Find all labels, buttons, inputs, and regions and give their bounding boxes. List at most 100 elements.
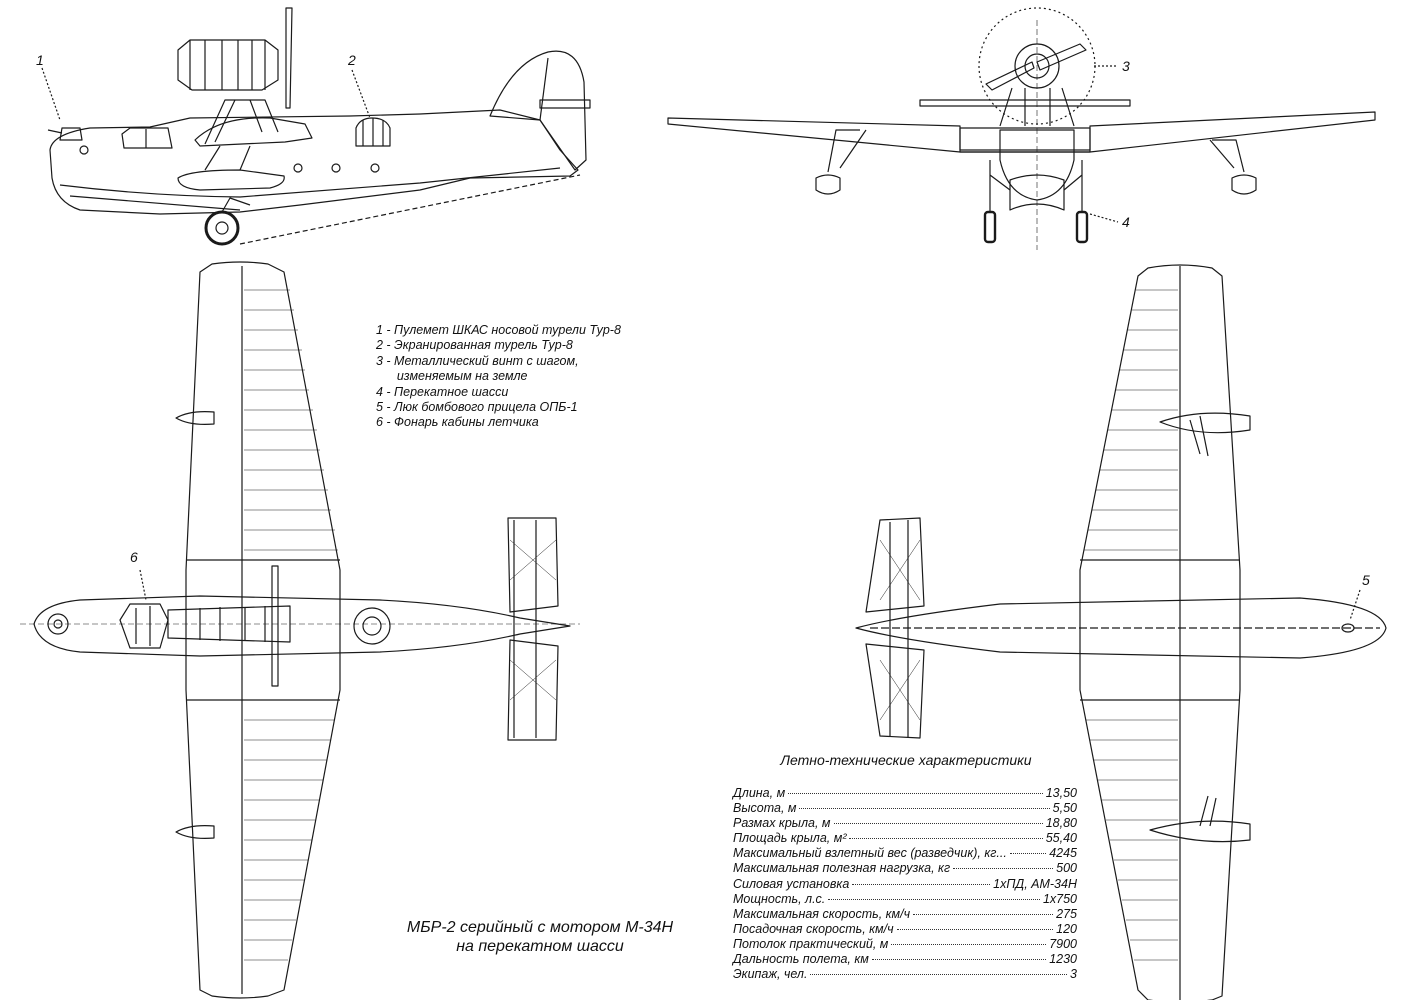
- legend-item: изменяемым на земле: [376, 369, 528, 384]
- spec-row: Посадочная скорость, км/ч 120: [733, 922, 1077, 937]
- specs-table: Длина, м 13,50 Высота, м 5,50 Размах крыла…: [733, 786, 1077, 982]
- front-view: [667, 7, 1376, 250]
- top-view-rear-turret: [353, 607, 391, 645]
- legend-item: 1 - Пулемет ШКАС носовой турели Тур-8: [376, 323, 621, 337]
- spec-row: Размах крыла, м 18,80: [733, 816, 1077, 831]
- spec-row: Силовая установка 1хПД, АМ-34Н: [733, 877, 1077, 892]
- front-view-wheel-right: [1075, 210, 1089, 244]
- spec-leader-dots: [799, 808, 1050, 810]
- spec-row: Потолок практический, м 7900: [733, 937, 1077, 952]
- spec-row: Максимальная полезная нагрузка, кг 500: [733, 861, 1077, 876]
- spec-label: Максимальная скорость, км/ч: [733, 906, 911, 921]
- callout-3: 3: [1122, 58, 1130, 74]
- spec-label: Дальность полета, км: [733, 952, 869, 967]
- spec-row: Экипаж, чел. 3: [733, 967, 1077, 982]
- spec-value: 120: [1056, 921, 1077, 936]
- spec-row: Высота, м 5,50: [733, 801, 1077, 816]
- legend: 1 - Пулемет ШКАС носовой турели Тур-8 2 …: [376, 323, 676, 431]
- side-view-cockpit: [121, 127, 173, 149]
- side-view: [41, 7, 591, 246]
- callout-4: 4: [1122, 214, 1130, 230]
- bottom-view-tail: [865, 517, 925, 613]
- side-view-propeller: [285, 7, 293, 109]
- spec-value: 18,80: [1045, 816, 1077, 831]
- spec-leader-dots: [871, 959, 1047, 961]
- bottom-view-float-upper: [1159, 412, 1251, 434]
- spec-leader-dots: [1009, 853, 1047, 855]
- spec-row: Длина, м 13,50: [733, 786, 1077, 801]
- spec-row: Мощность, л.с. 1х750: [733, 892, 1077, 907]
- spec-leader-dots: [833, 823, 1043, 825]
- legend-item: 6 - Фонарь кабины летчика: [376, 415, 539, 430]
- spec-row: Максимальная скорость, км/ч 275: [733, 907, 1077, 922]
- spec-label: Длина, м: [733, 786, 786, 800]
- callout-5: 5: [1362, 572, 1370, 588]
- front-view-wheel-left: [983, 210, 997, 244]
- bottom-view-hull: [855, 597, 1387, 659]
- spec-label: Экипаж, чел.: [733, 967, 808, 982]
- caption-line-2: на перекатном шасси: [456, 938, 624, 955]
- caption-line-1: МБР-2 серийный с мотором М-34Н: [406, 919, 674, 936]
- spec-leader-dots: [849, 838, 1043, 840]
- spec-value: 500: [1056, 861, 1077, 876]
- top-view-propeller: [271, 565, 279, 687]
- top-view-hull: [33, 595, 571, 657]
- spec-leader-dots: [788, 793, 1043, 794]
- front-view-wing: [667, 111, 1376, 153]
- callout-1: 1: [36, 52, 44, 68]
- front-view-float-right: [1231, 174, 1257, 195]
- legend-item: 4 - Перекатное шасси: [376, 384, 509, 399]
- specs-title: Летно-технические характеристики: [780, 752, 1032, 768]
- spec-leader-dots: [891, 943, 1047, 945]
- spec-leader-dots: [852, 883, 991, 885]
- front-view-hull: [999, 129, 1075, 201]
- spec-label: Размах крыла, м: [733, 816, 831, 831]
- spec-leader-dots: [828, 898, 1040, 900]
- spec-value: 4245: [1049, 846, 1077, 861]
- spec-leader-dots: [896, 928, 1054, 930]
- spec-row: Площадь крыла, м² 55,40: [733, 831, 1077, 846]
- spec-label: Мощность, л.с.: [733, 891, 826, 906]
- spec-leader-dots: [953, 868, 1054, 870]
- spec-label: Максимальная полезная нагрузка, кг: [733, 861, 951, 876]
- front-view-float-left: [815, 174, 841, 195]
- spec-row: Максимальный взлетный вес (разведчик), к…: [733, 846, 1077, 861]
- spec-value: 13,50: [1045, 786, 1077, 800]
- spec-leader-dots: [810, 974, 1068, 976]
- top-view-tail: [507, 517, 559, 613]
- spec-value: 55,40: [1045, 831, 1077, 846]
- spec-label: Максимальный взлетный вес (разведчик), к…: [733, 846, 1007, 861]
- bottom-view-wing: [1079, 264, 1241, 1000]
- spec-row: Дальность полета, км 1230: [733, 952, 1077, 967]
- spec-label: Площадь крыла, м²: [733, 831, 847, 846]
- top-view: [20, 261, 580, 999]
- spec-value: 1230: [1049, 952, 1077, 967]
- spec-label: Силовая установка: [733, 876, 850, 891]
- spec-value: 1хПД, АМ-34Н: [993, 876, 1077, 891]
- side-view-engine: [177, 39, 279, 91]
- side-view-float: [177, 169, 285, 191]
- spec-label: Высота, м: [733, 801, 797, 816]
- side-view-rear-turret: [355, 117, 391, 147]
- top-view-wing: [185, 261, 341, 999]
- bottom-view: [855, 264, 1387, 1000]
- spec-value: 1х750: [1042, 891, 1077, 906]
- spec-value: 275: [1056, 906, 1077, 921]
- drawing-caption: МБР-2 серийный с мотором М-34Н на перека…: [380, 918, 700, 956]
- spec-value: 3: [1070, 967, 1077, 982]
- legend-item: 5 - Люк бомбового прицела ОПБ-1: [376, 400, 578, 415]
- spec-label: Потолок практический, м: [733, 936, 889, 951]
- legend-item: 2 - Экранированная турель Тур-8: [376, 338, 573, 353]
- side-view-tail: [489, 50, 587, 171]
- spec-value: 5,50: [1052, 801, 1077, 816]
- side-view-hull: [49, 109, 579, 215]
- spec-value: 7900: [1049, 936, 1077, 951]
- callout-2: 2: [348, 52, 356, 68]
- spec-label: Посадочная скорость, км/ч: [733, 921, 894, 936]
- top-view-cockpit: [119, 603, 169, 649]
- spec-leader-dots: [913, 913, 1054, 915]
- bottom-view-float-lower: [1149, 820, 1251, 843]
- front-view-propeller: [1036, 43, 1087, 71]
- callout-6: 6: [130, 549, 138, 565]
